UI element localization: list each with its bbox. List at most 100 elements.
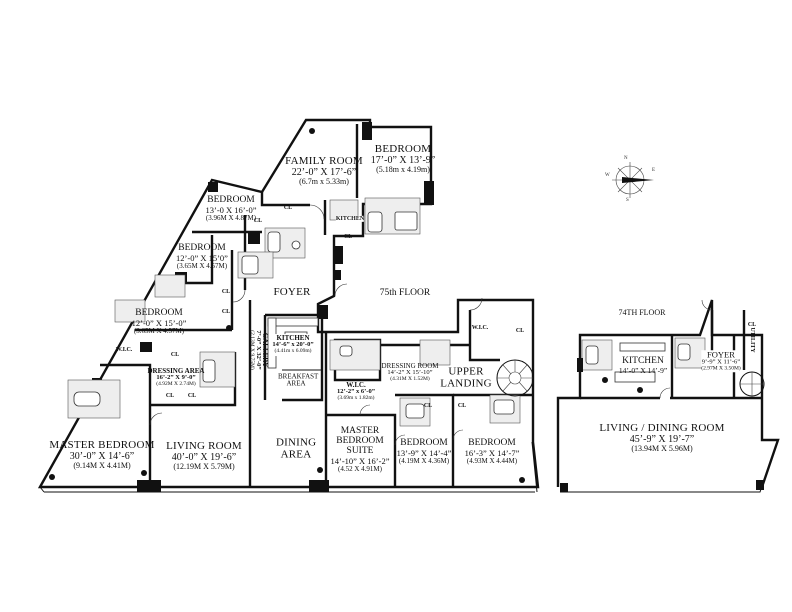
room-bedroom-top: BEDROOM 17’-0” X 13’-9” (5.18m x 4.19m) [370,142,436,174]
room-living-dining-74: LIVING / DINING ROOM 45’-9” X 19’-7” (13… [599,421,725,453]
room-wic-master: W.I.C. 12’-2” x 6’-0” (3.69m x 1.82m) [337,381,375,402]
closet-label: CL [747,321,757,328]
compass-rose [612,162,654,198]
room-name: BEDROOM [178,242,226,253]
room-name: DINING AREA [276,436,317,460]
room-dims: 12’-2” x 6’-0” [337,388,375,396]
room-dims: 40’-0” X 19’-6” [171,451,237,463]
room-name: BREAKFAST AREA [278,372,319,388]
room-metric: (3.65M X 4.57M) [176,261,228,270]
room-dims: 13’-9” X 14’-4” [396,447,452,458]
room-kitchen-75: KITCHEN 14’-6” x 20’-0” (4.41m x 6.09m) [271,334,315,356]
closet-label: CL [343,233,353,240]
room-name: FAMILY ROOM [285,154,363,167]
room-name: BEDROOM [374,142,432,155]
room-metric: (4.52 X 4.91M) [338,464,382,473]
bathroom-fixtures-75 [67,197,521,427]
compass-east: E [652,168,656,173]
kitchenette-label: KITCHEN [335,215,365,223]
room-name: FOYER [707,349,735,360]
room-dressing-room: DRESSING ROOM 14’-2” X 15’-10” (4.31M X … [381,362,439,383]
room-name: GALLERY [260,332,269,368]
room-metric: (6.7m x 5.33m) [299,176,349,186]
room-bedroom-d: BEDROOM 13’-9” X 14’-4” (4.19M X 4.36M) [396,437,452,465]
room-name: BEDROOM [468,437,516,448]
room-breakfast-area: BREAKFAST AREA [278,372,319,389]
room-dims: 14’-6” x 20’-0” [272,341,314,349]
room-dims: 16’-3” X 14’-7” [464,447,520,458]
room-dims: 30’-0” X 14’-6” [69,450,135,462]
closet-label: CL [457,402,467,409]
room-foyer-75: FOYER [273,287,310,299]
room-metric: (3.96M X 4.87M) [205,213,257,222]
room-name: LIVING ROOM [166,439,242,452]
room-name: DRESSING ROOM [381,362,439,371]
room-metric: (4.31M X 1.52M) [390,376,430,383]
room-name: KITCHEN [622,356,664,367]
room-master-bedroom: MASTER BEDROOM 30’-0” X 14’-6” (9.14M X … [49,438,155,470]
room-dims: 14’-0” X 14’-9” [618,366,668,376]
room-metric: (4.93M X 4.44M) [466,456,518,465]
room-metric: (9.14M X 4.41M) [73,460,131,470]
compass-south: S [626,198,629,203]
wic-label: W.I.C. [115,346,133,353]
room-bedroom-c: BEDROOM 12’-0” X 15’-0” (3.65M X 4.57M) [131,307,187,335]
room-dims: 9’-9” X 11’-6” [701,358,741,366]
room-dims: 14’-10” X 16’-2” [330,455,390,466]
closet-label: CL [165,392,175,399]
floor-label-74: 74TH FLOOR [618,307,666,317]
closet-label: CL [170,351,180,358]
wic-label: W.I.C. [471,324,489,331]
closet-label: CL [221,308,231,315]
room-name: KITCHEN [276,334,310,343]
room-gallery: GALLERY 7’-0” X 32’-0” (2.13M X 9.75M) [248,330,269,370]
room-name: BEDROOM [207,194,255,205]
room-metric: (12.19M X 5.79M) [173,461,235,471]
room-dining-area: DINING AREA [276,437,316,460]
room-name: UPPER LANDING [440,365,492,389]
room-metric: (3.65M X 4.57M) [133,326,185,335]
room-kitchen-74: KITCHEN 14’-0” X 14’-9” [618,356,668,376]
room-bedroom-b: BEDROOM 12’-0” X 15’0” (3.65M X 4.57M) [176,242,228,270]
compass-west: W [605,173,610,178]
room-dims: 22’-0” X 17’-6” [291,166,357,178]
room-family-room: FAMILY ROOM 22’-0” X 17’-6” (6.7m x 5.33… [285,154,363,186]
room-name: MASTER BEDROOM [49,438,155,451]
room-dressing-area: DRESSING AREA 16’-2” X 9’-0” (4.92M X 2.… [147,367,205,388]
room-name: MASTER BEDROOM SUITE [336,425,384,456]
floor-74-fixtures [560,299,765,492]
room-name: FOYER [273,286,311,299]
room-name: BEDROOM [135,307,183,318]
room-name: DRESSING AREA [147,367,205,376]
room-metric: (4.41m x 6.09m) [274,348,312,355]
room-dims: 12’-0” X 15’-0” [131,317,187,328]
closet-label: CL [283,204,293,211]
room-foyer-74: FOYER 9’-9” X 11’-6” (2.97M X 3.50M) [701,349,741,372]
room-upper-landing: UPPER LANDING [439,366,494,389]
room-name: BEDROOM [400,437,448,448]
room-metric: (3.69m x 1.82m) [337,395,375,402]
closet-label: CL [221,288,231,295]
floor-label-75: 75th FLOOR [379,288,431,299]
room-master-suite: MASTER BEDROOM SUITE 14’-10” X 16’-2” (4… [325,425,395,473]
room-metric: (5.18m x 4.19m) [376,164,430,174]
compass-north: N [624,156,628,161]
room-metric: (4.19M X 4.36M) [398,456,450,465]
room-dims: 45’-9” X 19’-7” [629,433,695,445]
room-metric: (13.94M X 5.96M) [631,443,693,453]
room-name: LIVING / DINING ROOM [599,421,725,434]
room-metric: (2.97M X 3.50M) [701,364,741,371]
room-living-room: LIVING ROOM 40’-0” X 19’-6” (12.19M X 5.… [166,439,242,471]
closet-label: CL [187,392,197,399]
room-metric: (2.13M X 9.75M) [248,330,255,370]
room-metric: (4.92M X 2.74M) [156,381,196,388]
room-dims: 13’-0 X 16’-0” [205,204,257,215]
closet-label: CL [423,402,433,409]
room-name: W.I.C. [346,381,366,390]
room-dims: 16’-2” X 9’-0” [156,374,196,382]
utility-label: UTILITY [749,327,756,353]
room-dims: 17’-0” X 13’-9” [370,154,436,166]
closet-label: CL [253,217,263,224]
door-swings [149,204,483,446]
